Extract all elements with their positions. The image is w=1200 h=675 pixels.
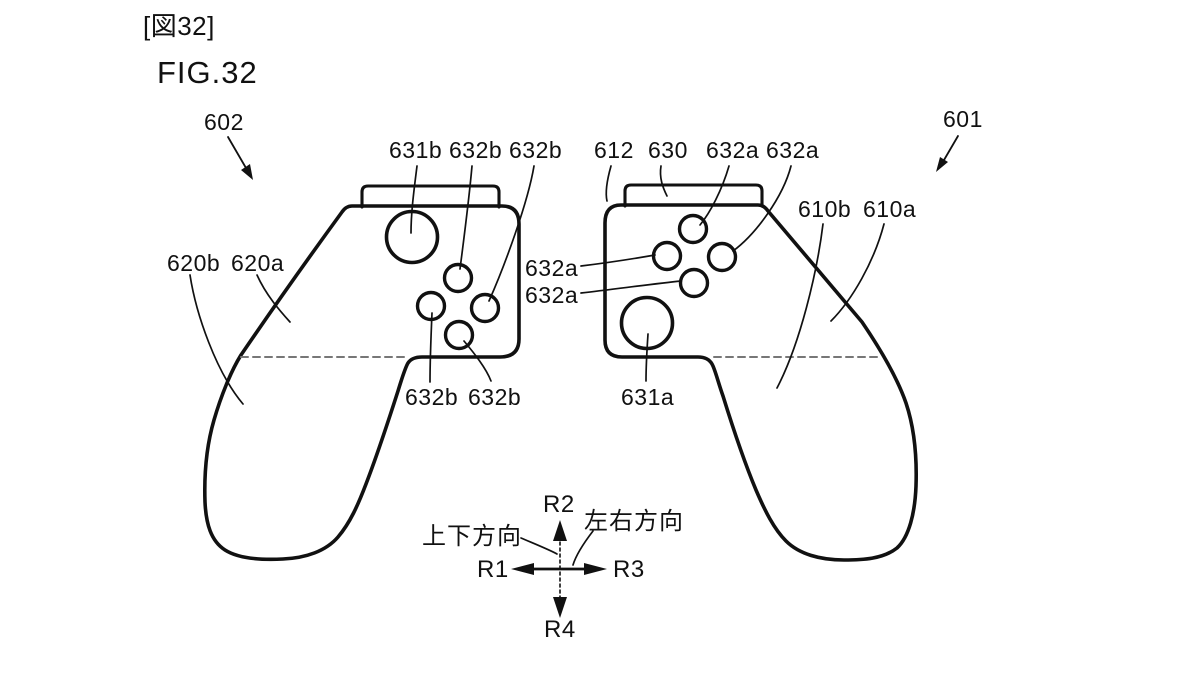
- leader-lines: [189, 165, 885, 566]
- leader-620b: [189, 274, 244, 405]
- leader-632b-top-1: [459, 165, 473, 270]
- leader-630: [659, 165, 668, 197]
- leader-632b-bot-1: [429, 312, 433, 383]
- ref-630: 630: [648, 137, 688, 163]
- leader-632a-mid-1: [580, 254, 656, 267]
- ref-632a-mid-1: 632a: [525, 255, 579, 281]
- left-button-top: [442, 262, 474, 294]
- right-button-top: [677, 213, 709, 245]
- leader-632b-top-2: [488, 165, 535, 302]
- figure-tag: [図32]: [143, 11, 215, 41]
- leader-610a: [830, 223, 885, 322]
- ref-631a: 631a: [621, 384, 675, 410]
- leader-632b-bot-2: [463, 340, 492, 382]
- left-controller-outline: [203, 204, 521, 562]
- leader-632a-top-1: [699, 165, 730, 226]
- ref-610a: 610a: [863, 196, 917, 222]
- leader-620a: [256, 274, 291, 323]
- axis-label-r4: R4: [544, 616, 576, 643]
- arrowhead-602: [241, 164, 253, 180]
- right-button-left: [651, 240, 683, 272]
- right-controller-drawing: [603, 183, 918, 562]
- axis-label-r1: R1: [477, 556, 509, 583]
- leader-632a-top-2: [732, 165, 792, 252]
- arrowhead-up: [553, 520, 567, 541]
- ref-631b: 631b: [389, 137, 443, 163]
- left-button-bottom: [443, 319, 475, 351]
- arrowhead-601: [936, 157, 948, 172]
- arrowhead-down: [553, 597, 567, 618]
- left-button-right: [469, 292, 501, 324]
- arrowhead-right: [584, 563, 607, 575]
- leader-horizontal-axis-label: [572, 530, 594, 566]
- leader-610b: [776, 223, 824, 389]
- ref-632a-top-2: 632a: [766, 137, 820, 163]
- leader-632a-mid-2: [580, 280, 682, 294]
- axis-label-vertical: 上下方向: [422, 523, 522, 550]
- leader-631b: [410, 165, 418, 234]
- arrowhead-left: [511, 563, 534, 575]
- axis-label-r2: R2: [543, 491, 575, 518]
- pointer-arrow-602: [227, 136, 253, 180]
- left-controller-drawing: [203, 184, 521, 562]
- left-rail: [360, 184, 501, 209]
- leader-631a: [645, 333, 649, 382]
- right-button-bottom: [678, 267, 710, 299]
- figure-title: FIG.32: [157, 55, 258, 90]
- axis-label-horizontal: 左右方向: [584, 508, 684, 535]
- leader-vertical-axis-label: [520, 537, 558, 555]
- direction-cross: [511, 520, 607, 618]
- axis-label-r3: R3: [613, 556, 645, 583]
- right-rail: [623, 183, 764, 208]
- ref-610b: 610b: [798, 196, 852, 222]
- ref-632b-bot-2: 632b: [468, 384, 522, 410]
- ref-602: 602: [204, 109, 244, 135]
- right-button-right: [706, 241, 738, 273]
- ref-632a-top-1: 632a: [706, 137, 760, 163]
- ref-632b-bot-1: 632b: [405, 384, 459, 410]
- ref-620b: 620b: [167, 250, 221, 276]
- pointer-arrow-601: [936, 135, 959, 172]
- right-controller-outline: [603, 203, 918, 562]
- ref-632a-mid-2: 632a: [525, 282, 579, 308]
- ref-601: 601: [943, 106, 983, 132]
- ref-612: 612: [594, 137, 634, 163]
- left-button-left: [415, 290, 447, 322]
- leader-612: [605, 165, 612, 202]
- ref-620a: 620a: [231, 250, 285, 276]
- ref-632b-top-1: 632b: [449, 137, 503, 163]
- ref-632b-top-2: 632b: [509, 137, 563, 163]
